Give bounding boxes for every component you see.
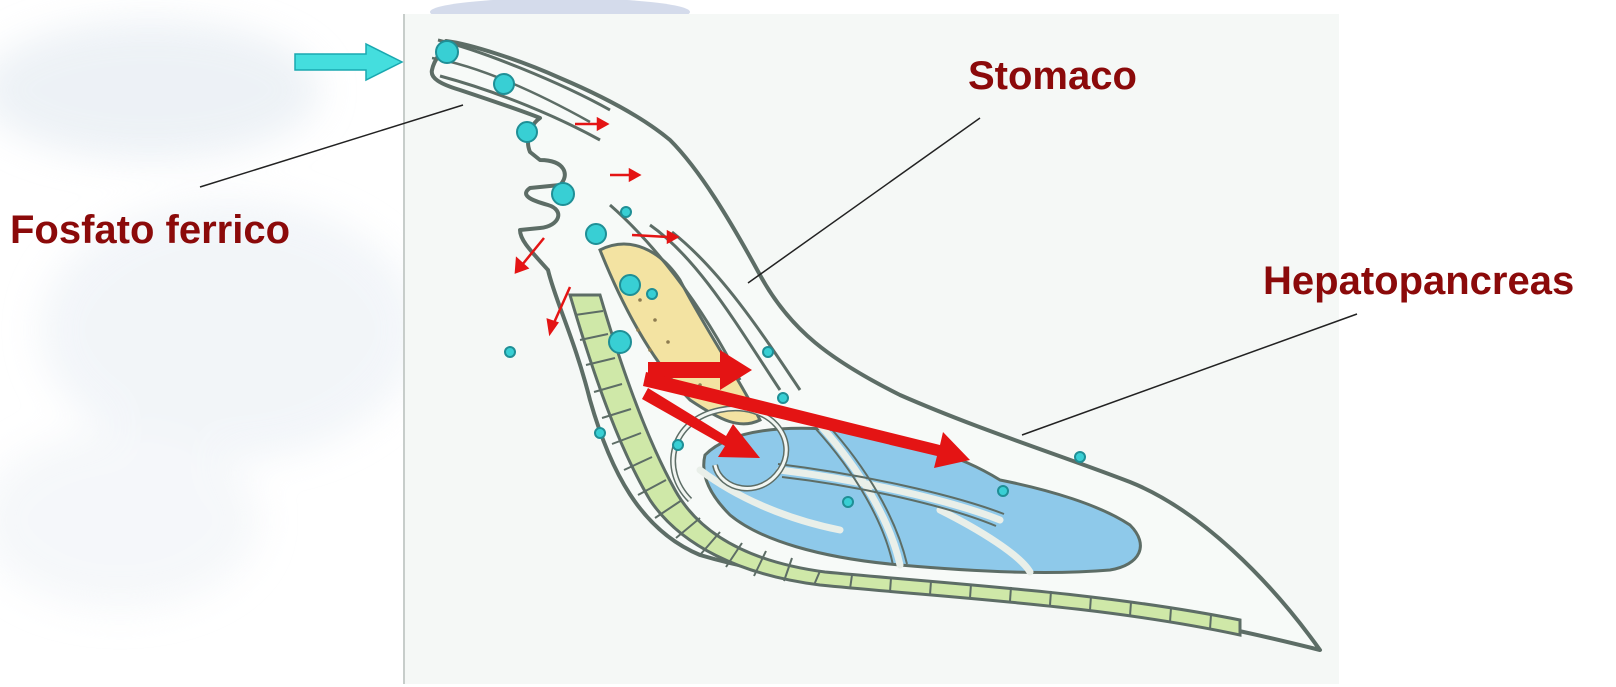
label-hepatopancreas: Hepatopancreas xyxy=(1263,261,1574,301)
label-stomaco: Stomaco xyxy=(968,56,1137,96)
background-wash xyxy=(0,20,420,610)
label-fosfato-ferrico: Fosfato ferrico xyxy=(10,210,290,250)
